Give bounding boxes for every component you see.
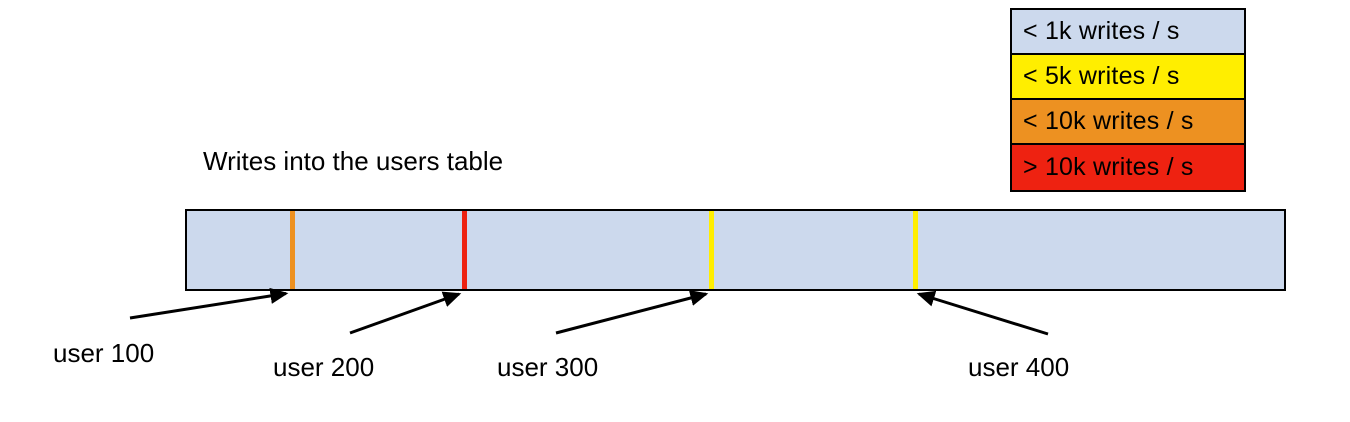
hot-row-stripe-user-200 bbox=[462, 211, 467, 289]
legend-item-label: < 1k writes / s bbox=[1023, 17, 1180, 45]
legend: < 1k writes / s < 5k writes / s < 10k wr… bbox=[1010, 8, 1246, 192]
label-user-200: user 200 bbox=[273, 352, 375, 382]
hot-row-stripe-user-100 bbox=[290, 211, 295, 289]
hot-row-stripe-user-300 bbox=[709, 211, 714, 289]
legend-item-under-1k: < 1k writes / s bbox=[1012, 10, 1244, 55]
arrow-user-100 bbox=[129, 287, 289, 320]
label-user-300: user 300 bbox=[497, 352, 599, 382]
legend-item-label: < 5k writes / s bbox=[1023, 62, 1180, 90]
arrow-user-400 bbox=[916, 290, 1049, 336]
legend-item-under-10k: < 10k writes / s bbox=[1012, 100, 1244, 145]
users-table-bar bbox=[185, 209, 1286, 291]
legend-item-over-10k: > 10k writes / s bbox=[1012, 145, 1244, 190]
legend-item-label: < 10k writes / s bbox=[1023, 107, 1194, 135]
arrow-user-200 bbox=[349, 291, 462, 335]
label-user-100: user 100 bbox=[53, 338, 155, 368]
page-title: Writes into the users table bbox=[203, 146, 504, 176]
legend-item-under-5k: < 5k writes / s bbox=[1012, 55, 1244, 100]
hot-row-stripe-user-400 bbox=[913, 211, 918, 289]
arrow-user-300 bbox=[555, 290, 709, 335]
label-user-400: user 400 bbox=[968, 352, 1070, 382]
legend-item-label: > 10k writes / s bbox=[1023, 153, 1194, 181]
